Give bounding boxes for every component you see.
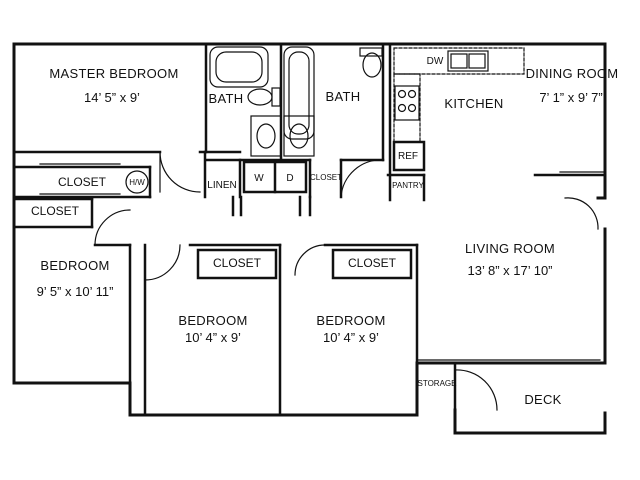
bedroom-left-label: BEDROOM [40,258,110,273]
pantry-label: PANTRY [392,181,424,190]
bathtub-2 [283,46,315,140]
exterior-walls [12,42,607,417]
interior-walls [12,42,607,417]
ref-label: REF [398,151,418,162]
closet-bed-right-label: CLOSET [347,256,397,270]
linen-label: LINEN [207,180,237,191]
door-swings [39,151,606,411]
master-bedroom-dims: 14’ 5” x 9’ [84,90,140,105]
vanity-1 [250,115,282,157]
closet-bed-mid-label: CLOSET [212,256,262,270]
vanity-2 [283,115,315,157]
closet-master-label: CLOSET [57,175,107,189]
toilet-1 [247,88,273,106]
stove [394,85,420,121]
master-bedroom-label: MASTER BEDROOM [49,66,179,81]
kitchen-label: KITCHEN [444,96,504,111]
water-heater [125,170,149,194]
bedroom-right-label: BEDROOM [316,313,386,328]
bathtub-1 [209,46,269,88]
bedroom-right-dims: 10’ 4” x 9’ [323,330,379,345]
dining-room-label: DINING ROOM [525,66,619,81]
washer-label: W [254,173,264,184]
bedroom-left-dims: 9’ 5” x 10’ 11” [36,284,114,299]
fixtures [125,46,607,435]
water-heater-label: H/W [129,178,145,187]
closet-bed-left-label: CLOSET [30,204,80,218]
living-room-dims: 13’ 8” x 17’ 10” [467,263,553,278]
bedroom-mid-label: BEDROOM [178,313,248,328]
bedroom-mid-dims: 10’ 4” x 9’ [185,330,241,345]
dishwasher-label: DW [426,56,444,67]
deck-label: DECK [524,392,562,407]
dryer-label: D [286,173,294,184]
bath-2-label: BATH [325,89,361,104]
bath-1-label: BATH [208,91,244,106]
storage-label: STORAGE [417,379,457,388]
living-room-label: LIVING ROOM [465,241,555,256]
toilet-2 [362,52,382,78]
sink-double [447,50,489,72]
closet-hall-label: CLOSET [309,173,343,182]
dining-room-dims: 7’ 1” x 9’ 7” [539,90,603,105]
